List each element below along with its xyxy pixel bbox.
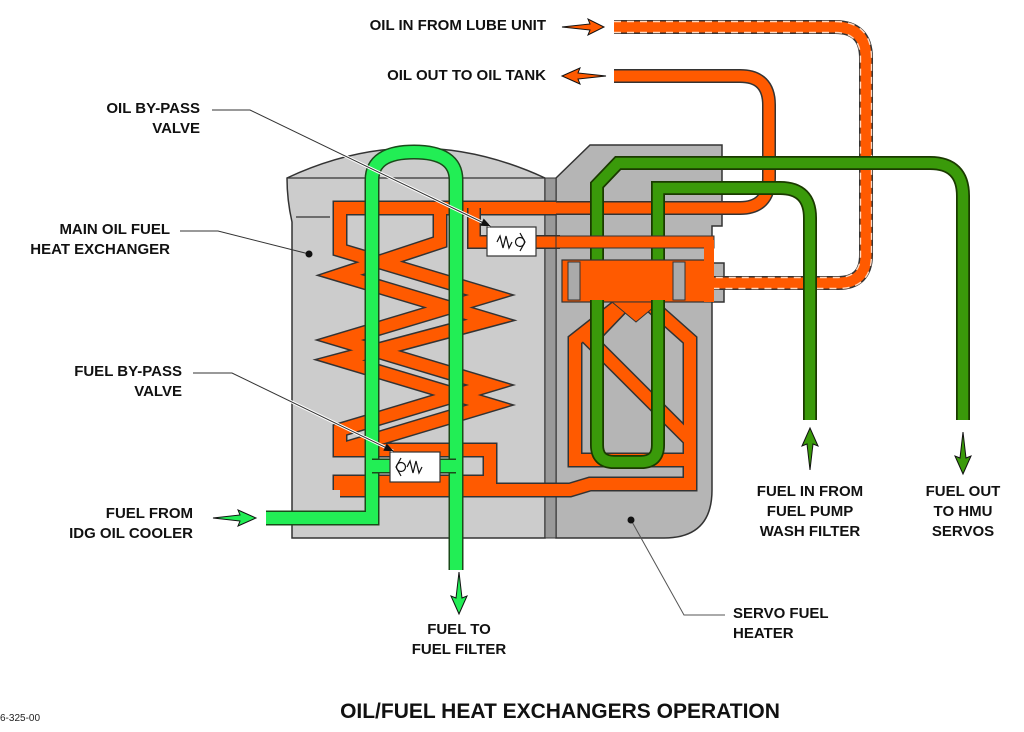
label-oil-out: OIL OUT TO OIL TANK: [300, 66, 546, 86]
label-line: HEAT EXCHANGER: [30, 241, 170, 258]
label-line: FUEL TO: [427, 621, 491, 638]
label-line: VALVE: [134, 383, 182, 400]
oil-in-arrow-icon: [561, 17, 606, 37]
main-hx-leader: [180, 230, 313, 258]
fuel-bypass-valve: [389, 451, 441, 483]
label-fuel-from-idg: FUEL FROM IDG OIL COOLER: [20, 504, 193, 544]
fuel-out-hmu-arrow-icon: [954, 431, 972, 476]
label-line: IDG OIL COOLER: [69, 525, 193, 542]
label-line: FUEL FILTER: [411, 641, 507, 658]
label-line: TO HMU: [933, 503, 993, 520]
label-fuel-to-filter: FUEL TO FUEL FILTER: [389, 620, 529, 660]
oil-out-line: [556, 69, 776, 215]
main-oil-coil: [312, 200, 698, 498]
label-line: FUEL IN FROM: [756, 483, 864, 500]
servo-heater-leader: [627, 516, 725, 616]
fuel-to-filter-arrow-icon: [450, 571, 468, 616]
label-line: FUEL PUMP: [766, 503, 854, 520]
label-line: OIL BY-PASS: [106, 100, 200, 117]
label-line: MAIN OIL FUEL: [59, 221, 170, 238]
label-fuel-in-from-pump: FUEL IN FROM FUEL PUMP WASH FILTER: [740, 482, 880, 542]
label-line: FUEL OUT: [925, 483, 1001, 500]
label-line: WASH FILTER: [759, 523, 861, 540]
label-line: OIL IN FROM LUBE UNIT: [369, 17, 546, 34]
label-line: VALVE: [152, 120, 200, 137]
label-line: SERVOS: [931, 523, 995, 540]
diagram-title: OIL/FUEL HEAT EXCHANGERS OPERATION: [340, 700, 780, 723]
label-servo-fuel-heater: SERVO FUEL HEATER: [733, 604, 873, 644]
label-main-heat-exchanger: MAIN OIL FUEL HEAT EXCHANGER: [0, 220, 170, 260]
label-line: FUEL FROM: [105, 505, 193, 522]
label-fuel-out-to-hmu: FUEL OUT TO HMU SERVOS: [903, 482, 1023, 542]
oil-bypass-valve: [486, 226, 537, 257]
fuel-from-idg-arrow-icon: [212, 509, 258, 527]
servo-fuel-loop: [590, 300, 665, 469]
label-line: OIL OUT TO OIL TANK: [387, 67, 546, 84]
servo-oil-manifold: [555, 235, 715, 323]
fuel-in-pump-line: [651, 181, 817, 420]
label-line: SERVO FUEL: [733, 605, 829, 622]
label-fuel-bypass-valve: FUEL BY-PASS VALVE: [20, 362, 182, 402]
fuel-bypass-leader: [193, 371, 394, 453]
fuel-out-hmu-line: [590, 156, 970, 420]
label-oil-bypass-valve: OIL BY-PASS VALVE: [40, 99, 200, 139]
housing-divider: [544, 177, 557, 539]
oil-out-arrow-icon: [560, 67, 607, 85]
label-oil-in: OIL IN FROM LUBE UNIT: [300, 16, 546, 36]
fuel-in-pump-arrow-icon: [801, 426, 819, 471]
oil-bypass-leader: [212, 108, 491, 228]
label-line: HEATER: [733, 625, 794, 642]
figure-id: 6-325-00: [0, 713, 41, 724]
label-line: FUEL BY-PASS: [74, 363, 182, 380]
